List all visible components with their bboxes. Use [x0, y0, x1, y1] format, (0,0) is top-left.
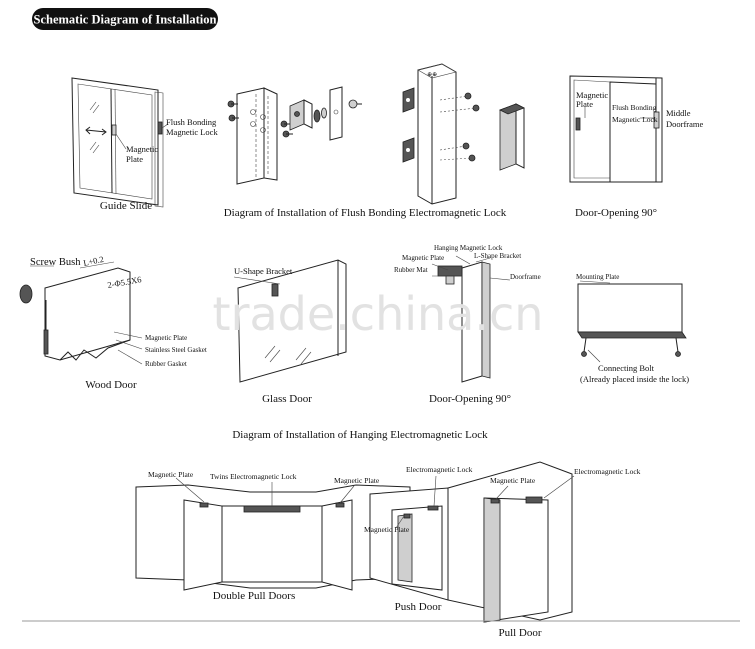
caption-flush-bonding: Diagram of Installation of Flush Bonding… [224, 207, 507, 219]
label-d90-flush-1: Flush Bonding [612, 103, 657, 112]
caption-guide-slide: Guide Slide [100, 200, 152, 212]
label-mounting-plate: Mounting Plate [576, 273, 619, 281]
guide-slide-figure: Flush Bonding Magnetic Lock Magnetic Pla… [71, 77, 218, 212]
screw-icon [348, 99, 362, 109]
label-hang-plate: Magnetic Plate [402, 254, 444, 262]
label-double-plate-left: Magnetic Plate [148, 470, 194, 479]
glass-door-figure: U-Shape Bracket Glass Door [233, 259, 347, 405]
flush-bonding-exploded-figure: Diagram of Installation of Flush Bonding… [224, 86, 507, 219]
label-hang-lbracket: L-Shape Bracket [474, 252, 521, 260]
caption-pull-door: Pull Door [498, 627, 541, 639]
pillar-mark: ⊕⊕ [427, 72, 437, 78]
label-d90-frame-1: Middle [666, 108, 691, 118]
header-banner: Schematic Diagram of Installation [32, 8, 218, 30]
door-opening-90-figure: Magnetic Plate Flush Bonding Magnetic Lo… [569, 75, 704, 219]
label-d90-flush-2: Magnetic Lock [612, 115, 658, 124]
label-pull-plate: Magnetic Plate [490, 476, 536, 485]
label-pull-lock: Electromagnetic Lock [574, 467, 641, 476]
bolt-icon [581, 337, 681, 357]
label-bolt-note: (Already placed inside the lock) [580, 374, 689, 384]
wood-door-figure: Screw Bush L+0.2 2-Φ5.5X6 Magnetic Plate… [19, 254, 207, 391]
caption-wood-door: Wood Door [85, 379, 137, 391]
label-twins-lock: Twins Electromagnetic Lock [210, 472, 297, 481]
caption-hanging-lock: Diagram of Installation of Hanging Elect… [232, 429, 488, 441]
caption-door-opening-90b: Door-Opening 90° [429, 393, 511, 405]
label-hang-mat: Rubber Mat [394, 266, 428, 274]
label-wood-rubber: Rubber Gasket [145, 360, 187, 368]
caption-glass-door: Glass Door [262, 393, 312, 405]
label-flush-bonding-2: Magnetic Lock [166, 127, 218, 137]
push-door-figure: Electromagnetic Lock Magnetic Plate Push… [364, 465, 473, 613]
label-magnetic-plate-1: Magnetic [126, 144, 158, 154]
label-dim-length: L+0.2 [82, 254, 104, 268]
label-connecting-bolt: Connecting Bolt [598, 363, 655, 373]
watermark: trade.china.cn [213, 287, 544, 341]
label-wood-plate: Magnetic Plate [145, 334, 187, 342]
screw-icon [227, 100, 293, 138]
caption-door-opening-90: Door-Opening 90° [575, 207, 657, 219]
caption-double-pull-doors: Double Pull Doors [213, 590, 296, 602]
label-magnetic-plate-2: Plate [126, 154, 143, 164]
pull-door-figure: Magnetic Plate Electromagnetic Lock Pull… [447, 461, 641, 639]
label-hang-lock: Hanging Magnetic Lock [434, 244, 503, 252]
label-d90-frame-2: Doorframe [666, 119, 704, 129]
label-u-bracket: U-Shape Bracket [234, 266, 293, 276]
mounting-plate-figure: Mounting Plate Connecting Bolt (Already … [576, 273, 689, 384]
label-wood-gasket: Stainless Steel Gasket [145, 346, 207, 354]
label-hang-frame: Doorframe [510, 273, 541, 281]
caption-push-door: Push Door [395, 601, 442, 613]
label-push-lock: Electromagnetic Lock [406, 465, 473, 474]
label-d90-plate-2: Plate [576, 99, 593, 109]
screw-icon [439, 92, 480, 162]
label-push-plate: Magnetic Plate [364, 525, 410, 534]
pillar-lock-figure: ⊕⊕ [402, 63, 525, 205]
double-pull-doors-figure: Magnetic Plate Twins Electromagnetic Loc… [135, 470, 411, 602]
door-opening-90-hanging-figure: Hanging Magnetic Lock Magnetic Plate L-S… [394, 244, 541, 405]
label-screw-bush: Screw Bush [30, 257, 81, 268]
slide-arrow-icon [85, 126, 107, 136]
page-title: Schematic Diagram of Installation [34, 13, 217, 27]
label-double-plate-right: Magnetic Plate [334, 476, 380, 485]
label-d90-plate-1: Magnetic [576, 90, 608, 100]
label-flush-bonding-1: Flush Bonding [166, 117, 217, 127]
